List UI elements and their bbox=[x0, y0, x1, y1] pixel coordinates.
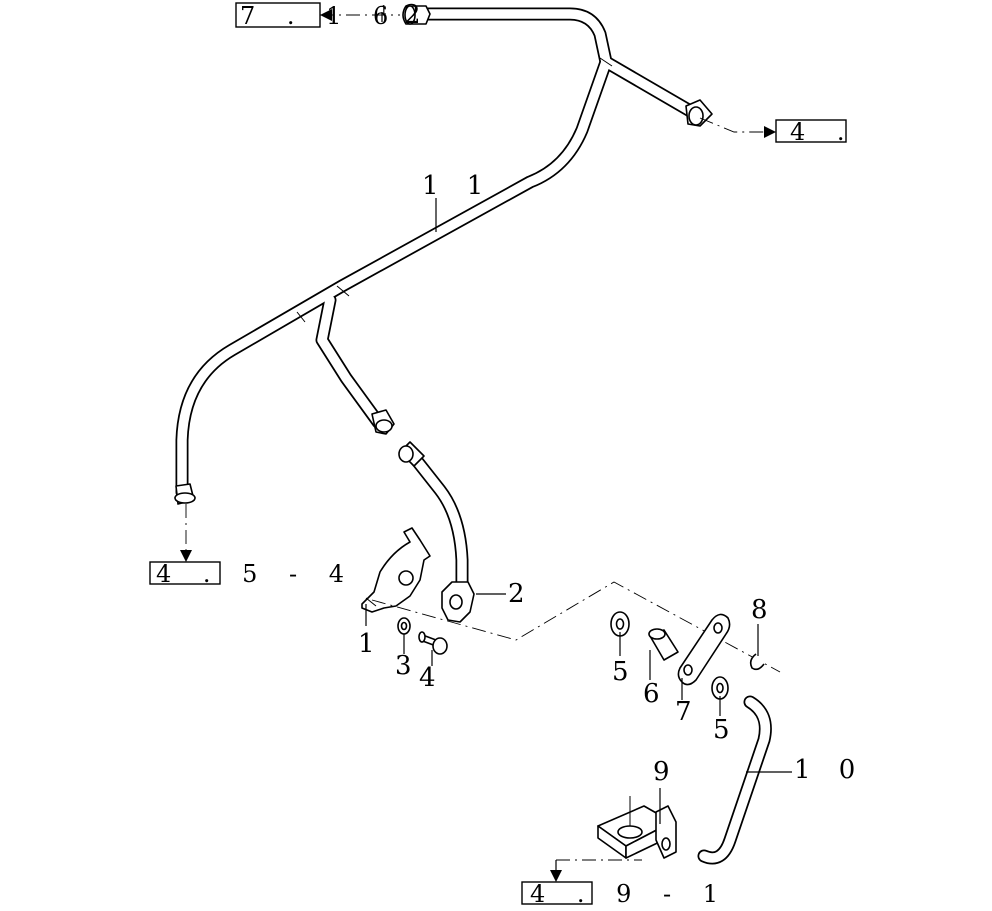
reference-arrows bbox=[180, 9, 776, 882]
callout-7: 7 bbox=[675, 697, 702, 727]
callout-1: 1 bbox=[358, 629, 385, 659]
callout-4: 4 bbox=[419, 663, 446, 693]
ref-right: 4 . bbox=[790, 118, 857, 146]
assembly-centerline bbox=[371, 581, 781, 673]
tube-assembly-11 bbox=[174, 5, 713, 505]
ref-box-right bbox=[775, 119, 847, 143]
bolt-4 bbox=[418, 631, 448, 655]
clamp-2 bbox=[441, 581, 475, 623]
ref-bottom: 4 . 9 - 1 bbox=[530, 880, 730, 908]
ref-box-top-left bbox=[235, 2, 321, 28]
callout-6: 6 bbox=[643, 679, 670, 709]
callout-10: 1 0 bbox=[794, 755, 865, 785]
callout-3: 3 bbox=[395, 651, 422, 681]
ref-box-bottom bbox=[521, 881, 593, 905]
rod-10 bbox=[697, 695, 772, 865]
clip-8 bbox=[749, 653, 765, 671]
callout-5b: 5 bbox=[713, 715, 740, 745]
leader-lines bbox=[365, 12, 792, 824]
arrow-down-bottom-icon bbox=[550, 870, 562, 882]
tube-to-bracket bbox=[398, 441, 469, 597]
arrow-down-icon bbox=[180, 550, 192, 562]
arrow-right-icon bbox=[764, 126, 776, 138]
ref-left: 4 . 5 - 4 bbox=[156, 560, 356, 588]
callout-11: 1 1 bbox=[422, 171, 493, 201]
washer-5b bbox=[711, 676, 729, 700]
callout-2: 2 bbox=[508, 579, 535, 609]
ref-top-left: 7 . 1 6 bbox=[240, 2, 400, 30]
spacer-6 bbox=[648, 628, 679, 661]
link-7 bbox=[677, 613, 731, 686]
ref-box-left bbox=[149, 561, 221, 585]
callout-1-top: 1 bbox=[380, 3, 388, 17]
callout-2-top: 2 bbox=[404, 0, 431, 30]
callout-8: 8 bbox=[751, 595, 778, 625]
callout-5a: 5 bbox=[612, 657, 639, 687]
block-bracket-9 bbox=[597, 796, 677, 859]
callout-9: 9 bbox=[653, 757, 680, 787]
arrow-left-icon bbox=[320, 9, 332, 21]
bracket-plate-1 bbox=[361, 527, 431, 613]
